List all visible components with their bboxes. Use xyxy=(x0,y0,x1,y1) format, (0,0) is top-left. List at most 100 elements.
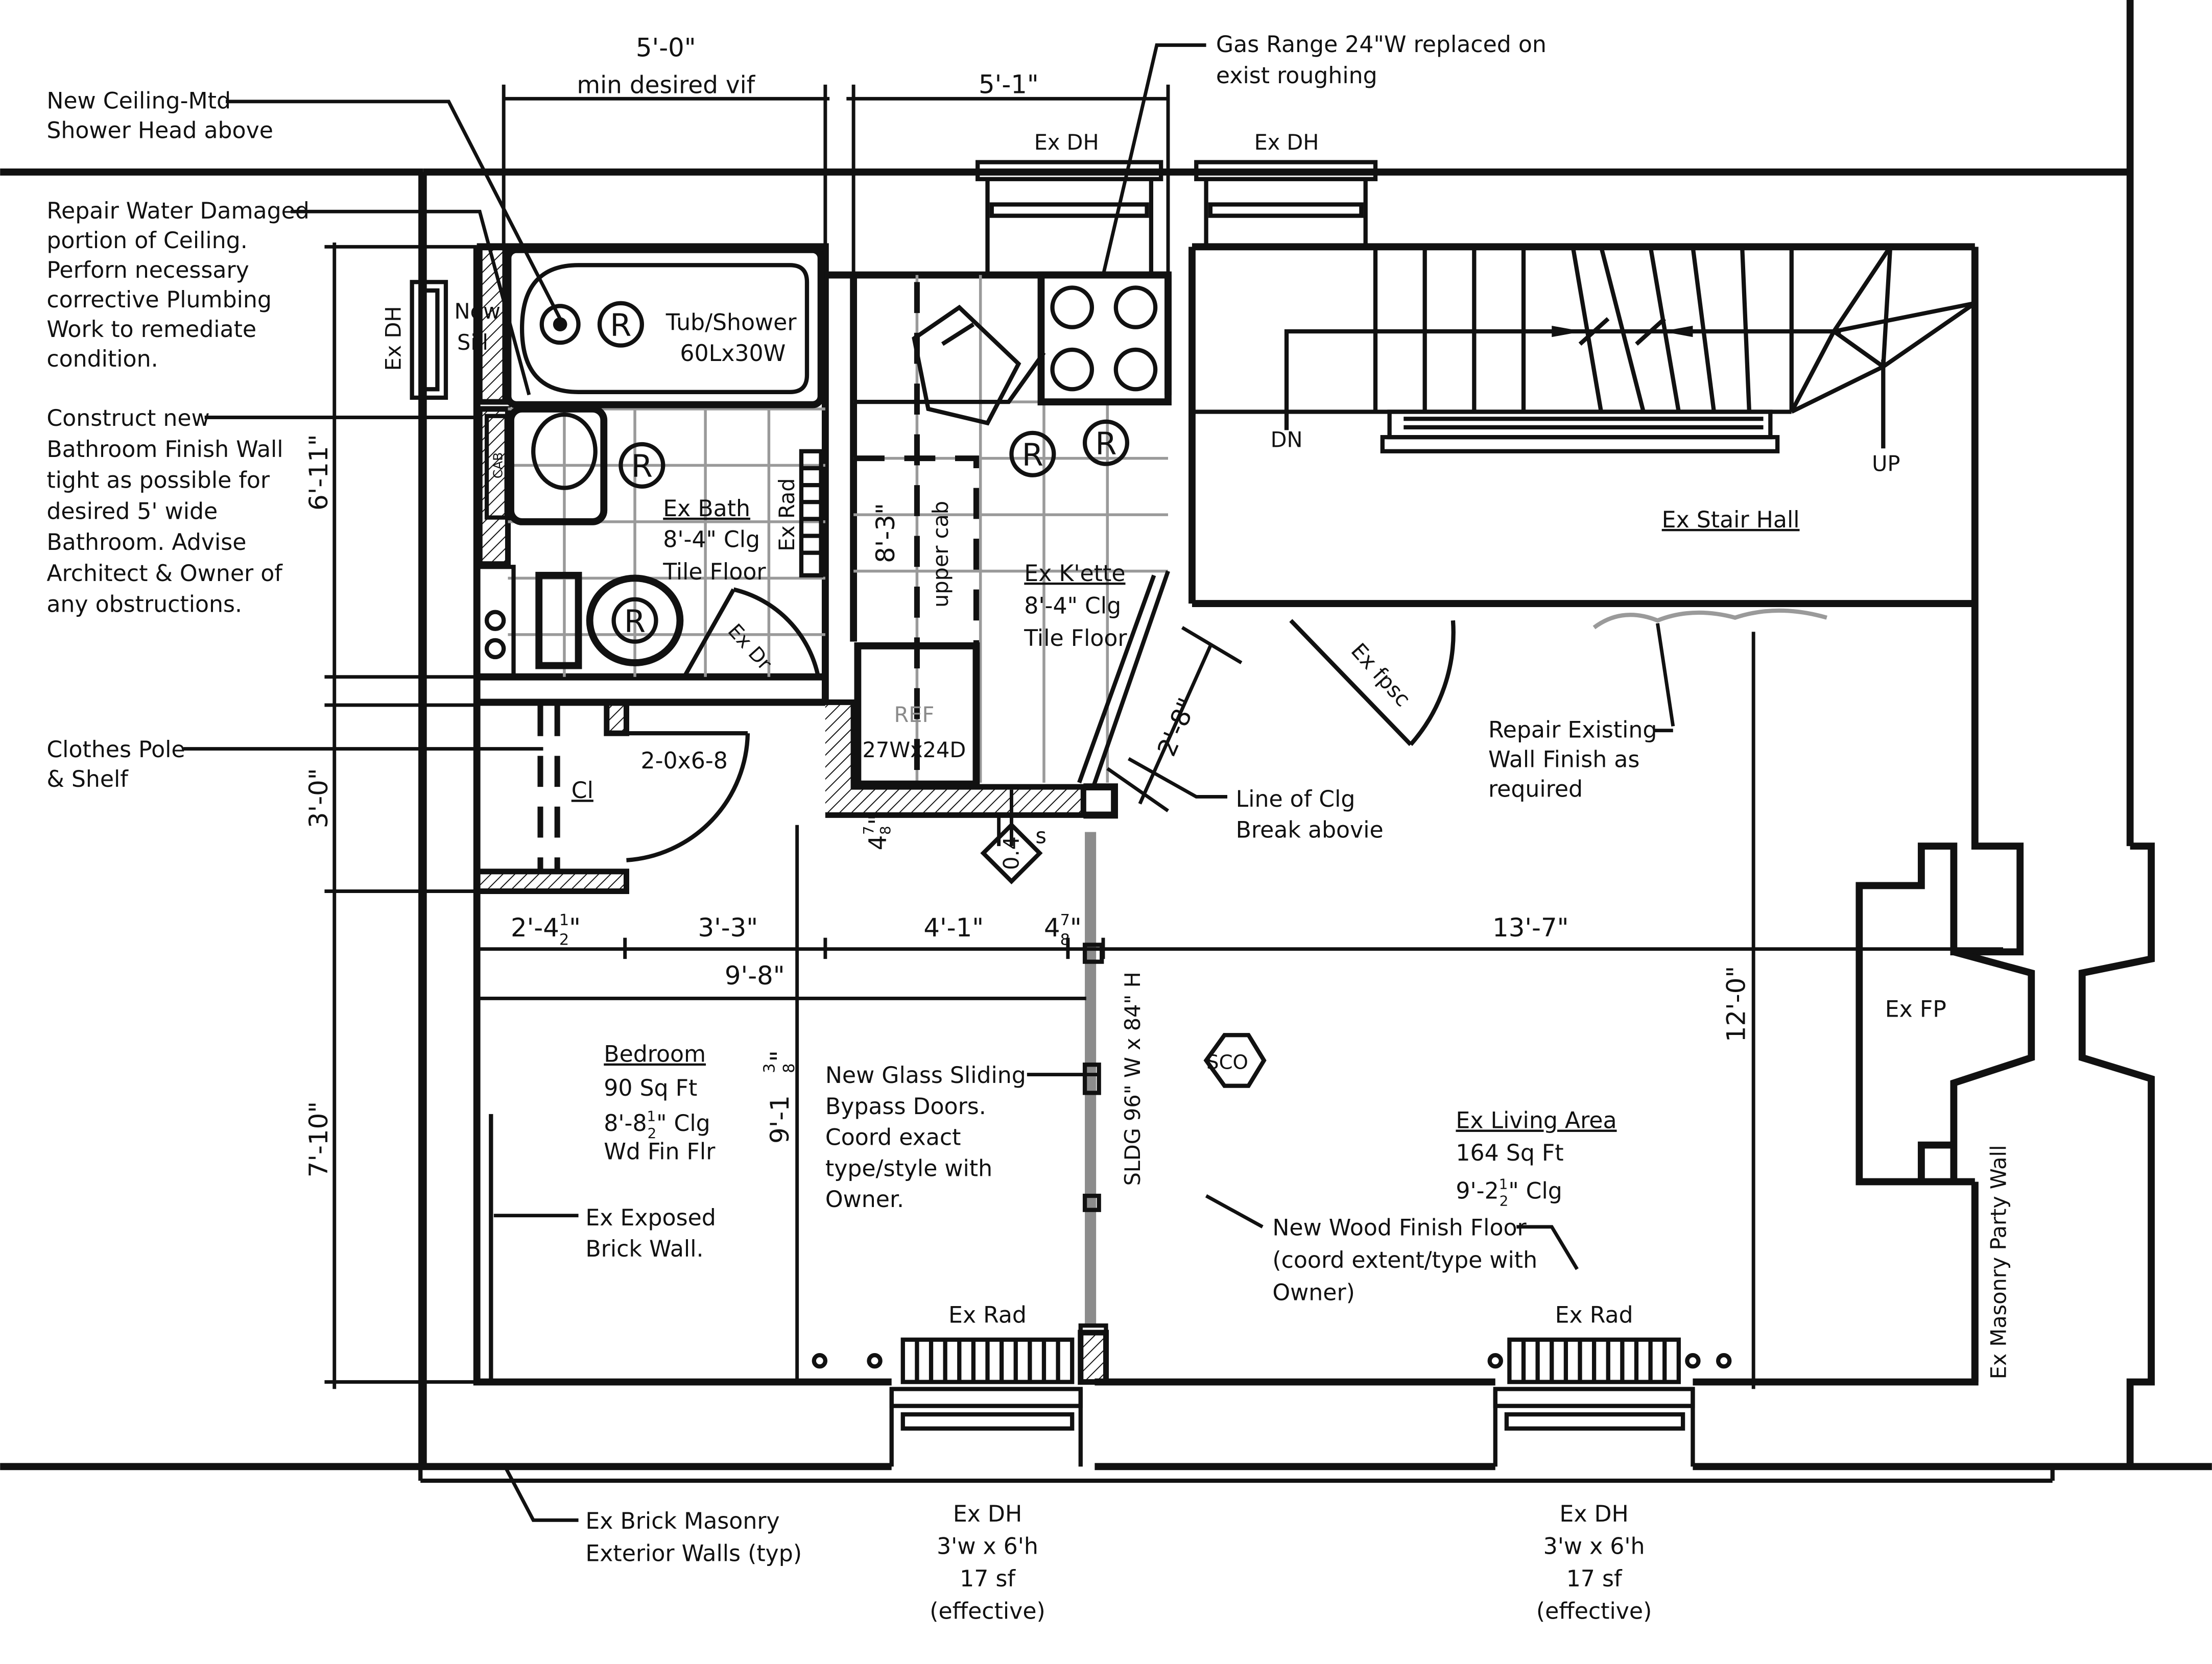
fpsc-label: Ex fpsc xyxy=(1346,638,1415,711)
bath-tile-grid xyxy=(508,407,825,677)
note-line: corrective Plumbing xyxy=(46,287,272,313)
shower-head-icon xyxy=(539,304,581,345)
seg1-num: 1 xyxy=(559,911,569,929)
note-line: Ex Brick Masonry xyxy=(585,1508,779,1534)
replace-markers: R R R R R xyxy=(597,301,1130,644)
bedroom-area: 90 Sq Ft xyxy=(604,1075,697,1101)
note-sliding-doors: New Glass Sliding Bypass Doors. Coord ex… xyxy=(825,1063,1033,1213)
bedroom-depth-inch: " xyxy=(765,1050,795,1062)
window-label: Ex DH xyxy=(1559,1501,1628,1527)
note-line: Repair Water Damaged xyxy=(46,198,310,224)
living-name: Ex Living Area xyxy=(1456,1107,1616,1134)
note-line: Ex Exposed xyxy=(585,1205,716,1231)
bath-ceiling: 8'-4" Clg xyxy=(663,527,760,553)
note-line: desired 5' wide xyxy=(46,498,218,524)
kette-floor: Tile Floor xyxy=(1024,625,1127,652)
kitchen-sink-icon xyxy=(912,304,1021,426)
note-line: exist roughing xyxy=(1216,63,1377,89)
tub-size: 60Lx30W xyxy=(680,341,786,367)
window-area: 17 sf xyxy=(960,1566,1016,1592)
window-note: (effective) xyxy=(1536,1599,1652,1625)
replace-marker-label: R xyxy=(1095,426,1116,462)
dimension-lines xyxy=(324,84,2004,1389)
bath-radiator xyxy=(799,449,823,577)
sink-icon xyxy=(531,412,598,490)
note-line: Exterior Walls (typ) xyxy=(585,1540,802,1566)
replace-marker-label: R xyxy=(610,307,631,343)
note-line: required xyxy=(1488,776,1583,802)
bedroom-clg-tail: " Clg xyxy=(656,1111,710,1137)
note-party-wall: Ex Masonry Party Wall xyxy=(1987,1145,2011,1379)
room-labels: Ex Bath 8'-4" Clg Tile Floor Ex K'ette 8… xyxy=(572,496,1800,1210)
living-clg-main: 9'-2 xyxy=(1456,1178,1499,1204)
tag-suffix: s xyxy=(1035,824,1046,849)
living-height-dim: 12'-0" xyxy=(1722,966,1751,1042)
closet xyxy=(474,699,750,895)
stair-up-label: UP xyxy=(1872,451,1900,476)
note-wood-floor: New Wood Finish Floor (coord extent/type… xyxy=(1272,1215,1544,1306)
burner-icon xyxy=(1050,285,1095,329)
note-line: Bathroom Finish Wall xyxy=(46,437,283,463)
note-line: Bathroom. Advise xyxy=(46,529,246,556)
bath-width-dim: 5'-0" xyxy=(636,33,696,62)
living-clg-num: 1 xyxy=(1499,1175,1508,1192)
bath-name: Ex Bath xyxy=(663,496,750,522)
bedroom-clg-num: 1 xyxy=(647,1108,656,1125)
seg4-inch: " xyxy=(1070,913,1082,943)
replace-marker-icon xyxy=(1082,419,1130,466)
sliding-door-size: SLDG 96" W x 84" H xyxy=(1121,972,1145,1186)
note-line: Wall Finish as xyxy=(1488,746,1639,773)
wall-thick-main: 4 xyxy=(864,835,892,851)
tag-diamond-icon xyxy=(980,822,1043,885)
bedroom-clg-den: 2 xyxy=(648,1125,657,1142)
burner-icon xyxy=(1050,347,1095,392)
note-line: New Wood Finish Floor xyxy=(1272,1215,1527,1241)
fireplace-label: Ex FP xyxy=(1885,996,1946,1022)
bath-height-dim: 6'-11" xyxy=(304,435,334,511)
note-line: Perforn necessary xyxy=(46,257,249,283)
stair-down-label: DN xyxy=(1271,428,1303,452)
note-line: Repair Existing xyxy=(1488,717,1657,743)
seg2-dim: 3'-3" xyxy=(698,913,758,943)
note-line: & Shelf xyxy=(46,766,129,792)
bedroom-depth-num: 3 xyxy=(760,1063,778,1073)
note-line: Coord exact xyxy=(825,1125,961,1151)
seg4-den: 8 xyxy=(1060,931,1070,949)
radiator-label: Ex Rad xyxy=(1555,1303,1633,1329)
bedroom-depth-den: 8 xyxy=(780,1063,798,1073)
seg3-dim: 4'-1" xyxy=(923,913,984,943)
upper-cab-label: upper cab xyxy=(929,501,953,608)
tag-value: 0.4 xyxy=(999,836,1024,870)
burner-icon xyxy=(1113,285,1158,329)
living-clg-den: 2 xyxy=(1500,1192,1509,1209)
note-line: Work to remediate xyxy=(46,317,256,343)
wall-thick-num: 7 xyxy=(860,826,877,835)
window-note: (effective) xyxy=(930,1599,1045,1625)
bedroom-depth-dim: 9'-1 3 8 " xyxy=(760,1050,798,1144)
living-clg-tail: " Clg xyxy=(1508,1178,1562,1204)
kitchen-width-dim: 5'-1" xyxy=(979,69,1039,99)
window-size: 3'w x 6'h xyxy=(937,1534,1038,1560)
radiator-label: Ex Rad xyxy=(775,478,799,551)
kitchenette xyxy=(825,271,1172,819)
clg-break-dim: 2'-8" xyxy=(1152,693,1202,760)
replace-marker-icon xyxy=(597,301,644,348)
note-line: any obstructions. xyxy=(46,592,242,618)
note-line: Brick Wall. xyxy=(585,1236,703,1262)
radiator-label: Ex Rad xyxy=(948,1303,1027,1329)
window-labels: Ex DH 3'w x 6'h 17 sf (effective) Ex DH … xyxy=(930,1501,1652,1625)
wall-thick-dim: 4 7 8 " xyxy=(860,814,894,850)
sink-vanity xyxy=(507,405,608,525)
note-line: Owner) xyxy=(1272,1280,1354,1306)
note-line: Construct new xyxy=(46,405,209,431)
wall-thick-inch: " xyxy=(864,814,892,825)
bedroom-floor: Wd Fin Flr xyxy=(604,1139,716,1165)
cab-label: CAB xyxy=(490,452,505,478)
